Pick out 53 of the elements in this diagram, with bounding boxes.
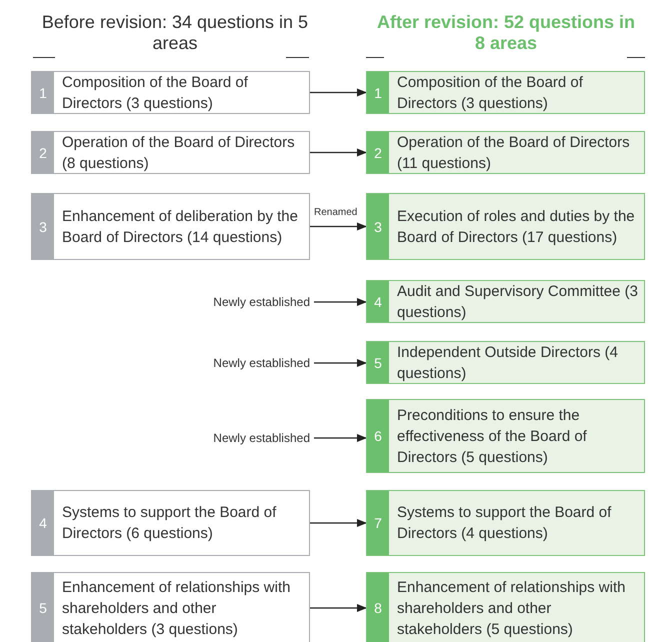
number-tab: 6 [367,400,389,472]
area-text: Enhancement of relationships with shareholders and other stakeholders (5 questions) [396,578,626,640]
number-tab: 1 [367,72,389,113]
number-tab: 2 [367,132,389,173]
note-text: Newly established [213,294,310,310]
area-text: Composition of the Board of Directors (3 questions) [61,72,249,114]
arrow [310,148,367,156]
arrow [310,222,367,230]
area-box [31,131,310,174]
area-text: Enhancement of relationships with shareholders and other stakeholders (3 questions) [61,578,292,640]
number-tab: 2 [32,132,54,173]
note-text: Newly established [213,354,310,372]
column-heading: Before revision: 34 questions in 5 areas [40,12,310,54]
area-text: Systems to support the Board of Directors (4 questions) [396,503,612,544]
revised-area-box [366,193,645,260]
area-text: Execution of roles and duties by the Board of Directors (17 questions) [396,206,636,248]
arrow [314,298,367,306]
number-tab: 8 [367,573,389,642]
area-text: Preconditions to ensure the effectiveness of the Board of Directors (5 questions) [396,406,588,468]
revised-area-box [366,572,645,642]
area-box [31,193,310,260]
arrow [310,519,367,527]
revised-area-box [366,71,645,114]
number-tab: 7 [367,491,389,555]
revised-area-box [366,280,645,323]
area-text: Operation of the Board of Directors (8 questions) [61,132,296,174]
area-text: Operation of the Board of Directors (11 questions) [396,132,631,174]
area-text: Composition of the Board of Directors (3 questions) [396,72,584,114]
area-text: Systems to support the Board of Directors (6 questions) [61,503,278,544]
area-box [31,572,310,642]
number-tab: 3 [367,194,389,259]
area-box [31,71,310,114]
number-tab: 1 [32,72,54,113]
arrow [314,434,367,442]
arrow [310,88,367,96]
number-tab: 3 [32,194,54,259]
revised-area-box [366,131,645,174]
number-tab: 4 [32,491,54,555]
area-text: Audit and Supervisory Committee (3 questions) [396,282,639,322]
arrow [310,604,367,612]
area-box [31,490,310,556]
edge-label: Renamed [313,206,358,218]
revised-area-box [366,341,645,384]
revised-area-box [366,490,645,556]
column-heading: After revision: 52 questions in 8 areas [376,12,636,54]
arrow [314,359,367,367]
revised-area-box [366,399,645,473]
number-tab: 5 [367,342,389,383]
number-tab: 5 [32,573,54,642]
area-text: Independent Outside Directors (4 questions) [396,342,619,384]
number-tab: 4 [367,281,389,322]
note-text: Newly established [213,430,310,446]
area-text: Enhancement of deliberation by the Board of Directors (14 questions) [61,206,299,248]
